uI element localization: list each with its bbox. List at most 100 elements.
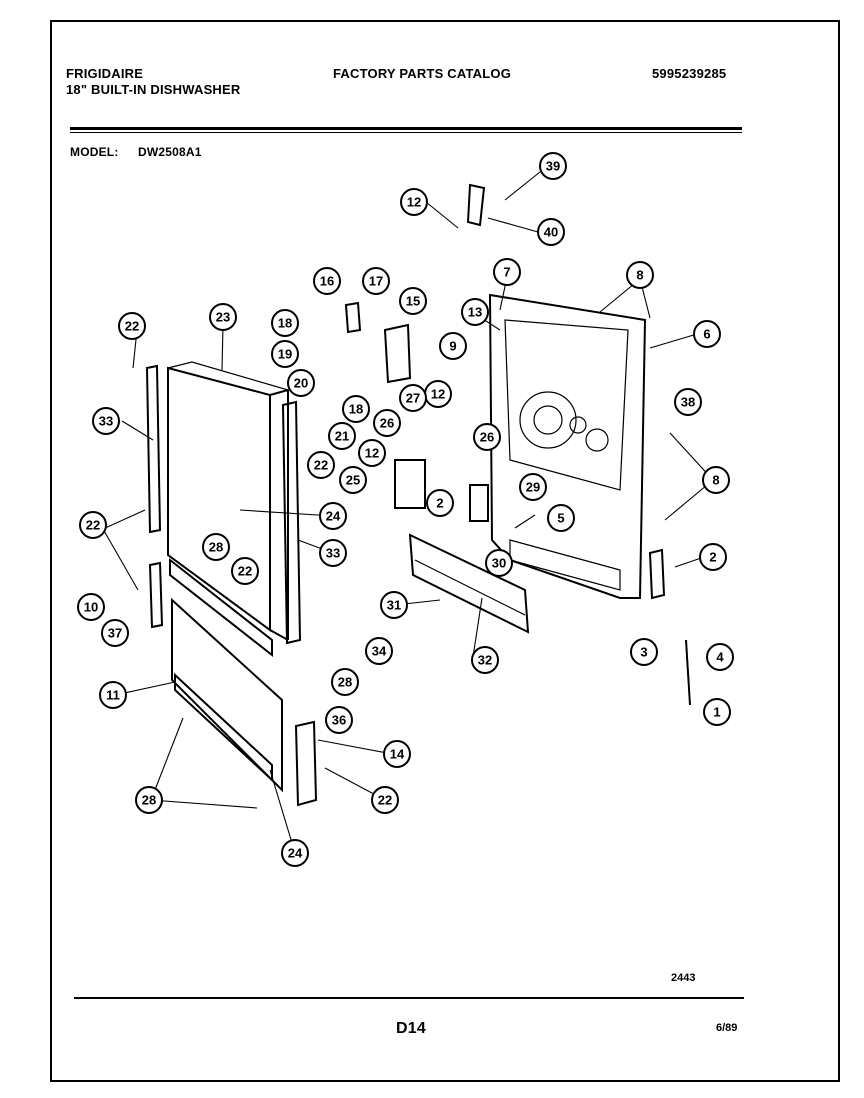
callout-28: 28 xyxy=(202,533,230,561)
callout-4: 4 xyxy=(706,643,734,671)
header-rule-thin xyxy=(70,132,742,133)
catalog-number: 5995239285 xyxy=(652,66,727,81)
callout-label: 3 xyxy=(640,645,647,660)
callout-3: 3 xyxy=(630,638,658,666)
callout-18: 18 xyxy=(271,309,299,337)
callout-label: 12 xyxy=(407,195,421,210)
callout-21: 21 xyxy=(328,422,356,450)
callout-label: 13 xyxy=(468,305,482,320)
callout-32: 32 xyxy=(471,646,499,674)
callout-20: 20 xyxy=(287,369,315,397)
callout-label: 28 xyxy=(142,793,156,808)
callout-22: 22 xyxy=(307,451,335,479)
product-label: 18" BUILT-IN DISHWASHER xyxy=(66,82,241,97)
callout-label: 8 xyxy=(636,268,643,283)
model-value: DW2508A1 xyxy=(138,145,202,159)
hinge-spring xyxy=(648,548,691,706)
page-frame xyxy=(50,20,840,1082)
callout-label: 24 xyxy=(326,509,341,524)
callout-label: 36 xyxy=(332,713,346,728)
model-label: MODEL: xyxy=(70,145,119,159)
callout-29: 29 xyxy=(519,473,547,501)
callout-label: 39 xyxy=(546,159,560,174)
callout-34: 34 xyxy=(365,637,393,665)
callout-14: 14 xyxy=(383,740,411,768)
callout-12: 12 xyxy=(424,380,452,408)
callout-label: 33 xyxy=(99,414,113,429)
callout-label: 22 xyxy=(378,793,392,808)
callout-40: 40 xyxy=(537,218,565,246)
callout-31: 31 xyxy=(380,591,408,619)
callout-33: 33 xyxy=(92,407,120,435)
callout-label: 6 xyxy=(703,327,710,342)
callout-label: 26 xyxy=(480,430,494,445)
callout-label: 17 xyxy=(369,274,383,289)
callout-label: 20 xyxy=(294,376,308,391)
side-trim-right xyxy=(281,400,302,645)
callout-label: 32 xyxy=(478,653,492,668)
callout-37: 37 xyxy=(101,619,129,647)
callout-label: 29 xyxy=(526,480,540,495)
callout-label: 19 xyxy=(278,347,292,362)
callout-8: 8 xyxy=(626,261,654,289)
callout-16: 16 xyxy=(313,267,341,295)
callout-18: 18 xyxy=(342,395,370,423)
kickplate xyxy=(408,533,530,634)
callout-17: 17 xyxy=(362,267,390,295)
callout-label: 5 xyxy=(557,511,564,526)
callout-label: 28 xyxy=(209,540,223,555)
callout-38: 38 xyxy=(674,388,702,416)
callout-15: 15 xyxy=(399,287,427,315)
callout-8: 8 xyxy=(702,466,730,494)
callout-label: 31 xyxy=(387,598,401,613)
callout-label: 15 xyxy=(406,294,420,309)
callout-2: 2 xyxy=(426,489,454,517)
callout-label: 12 xyxy=(365,446,379,461)
header-rule xyxy=(70,127,742,130)
callout-12: 12 xyxy=(400,188,428,216)
callout-label: 33 xyxy=(326,546,340,561)
callout-label: 25 xyxy=(346,473,360,488)
callout-1: 1 xyxy=(703,698,731,726)
callout-22: 22 xyxy=(79,511,107,539)
leader-lines xyxy=(102,171,714,854)
callout-label: 18 xyxy=(278,316,292,331)
door-lower-assembly xyxy=(148,557,318,807)
callout-39: 39 xyxy=(539,152,567,180)
footer-date: 6/89 xyxy=(716,1022,738,1034)
callout-label: 12 xyxy=(431,387,445,402)
callout-25: 25 xyxy=(339,466,367,494)
callout-label: 30 xyxy=(492,556,506,571)
callout-11: 11 xyxy=(99,681,127,709)
callout-24: 24 xyxy=(281,839,309,867)
callout-2: 2 xyxy=(699,543,727,571)
callout-label: 40 xyxy=(544,225,558,240)
footer-rule xyxy=(74,997,744,999)
callout-36: 36 xyxy=(325,706,353,734)
callout-22: 22 xyxy=(118,312,146,340)
callout-label: 22 xyxy=(238,564,252,579)
callout-9: 9 xyxy=(439,332,467,360)
outer-door-panel xyxy=(167,361,291,641)
callout-label: 2 xyxy=(709,550,716,565)
callout-label: 4 xyxy=(716,650,724,665)
callout-26: 26 xyxy=(473,423,501,451)
callout-label: 27 xyxy=(406,391,420,406)
callout-label: 23 xyxy=(216,310,230,325)
side-trim-left xyxy=(145,364,162,534)
callout-label: 8 xyxy=(712,473,719,488)
callout-label: 14 xyxy=(390,747,405,762)
callout-23: 23 xyxy=(209,303,237,331)
callout-26: 26 xyxy=(373,409,401,437)
control-panel-parts xyxy=(344,183,489,522)
drawing-number: 2443 xyxy=(671,972,696,984)
callout-label: 16 xyxy=(320,274,334,289)
callout-label: 28 xyxy=(338,675,352,690)
callout-28: 28 xyxy=(135,786,163,814)
callout-label: 38 xyxy=(681,395,695,410)
callout-label: 11 xyxy=(106,688,120,703)
callout-label: 37 xyxy=(108,626,122,641)
callout-30: 30 xyxy=(485,549,513,577)
callout-5: 5 xyxy=(547,504,575,532)
callout-label: 10 xyxy=(84,600,98,615)
